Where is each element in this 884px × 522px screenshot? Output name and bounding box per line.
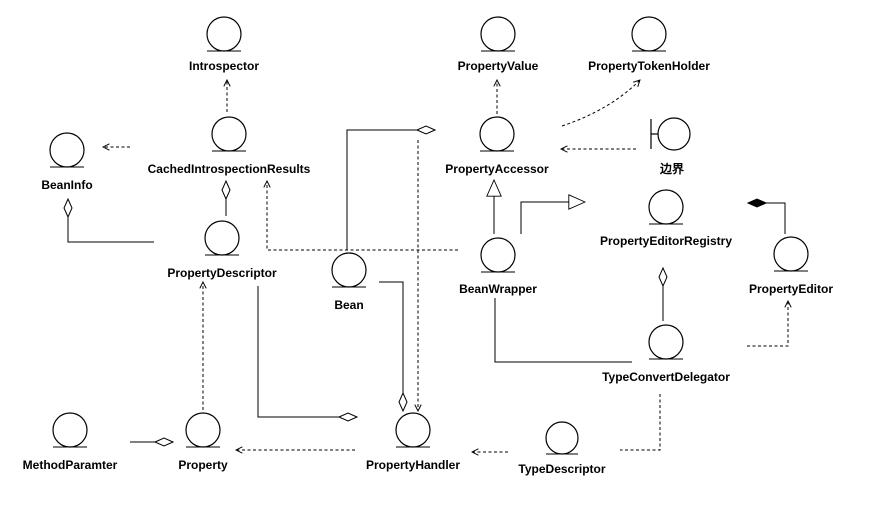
entity-icon [206,16,242,52]
node-introspector[interactable]: Introspector [189,16,259,73]
entity-icon [211,116,247,152]
entity-icon [331,252,367,288]
node-label: PropertyEditorRegistry [600,234,732,248]
entity-icon [204,220,240,256]
node-property-token-holder[interactable]: PropertyTokenHolder [588,16,710,73]
edge-descriptor-to-handler [257,286,357,417]
boundary-icon [657,117,691,151]
node-property-handler[interactable]: PropertyHandler [366,412,460,472]
node-boundary[interactable]: 边界 [650,117,691,176]
node-label: BeanInfo [41,178,92,192]
edge-wrapper-to-registry [520,202,585,234]
node-label: PropertyAccessor [445,162,549,176]
entity-icon [545,421,579,455]
node-property-editor-registry[interactable]: PropertyEditorRegistry [600,189,732,248]
node-property-descriptor[interactable]: PropertyDescriptor [167,220,277,280]
node-label: TypeConvertDelegator [602,370,730,384]
entity-icon [479,116,515,152]
node-label: 边界 [659,161,684,176]
node-cached-introspection-results[interactable]: CachedIntrospectionResults [148,116,311,176]
edge-accessor-to-tokenholder [561,80,640,127]
node-bean-wrapper[interactable]: BeanWrapper [459,237,537,296]
entity-icon [648,189,684,225]
node-label: PropertyHandler [366,458,460,472]
node-property-editor[interactable]: PropertyEditor [749,236,833,296]
entity-icon [395,412,431,448]
node-bean[interactable]: Bean [331,252,367,312]
node-bean-info[interactable]: BeanInfo [41,132,93,192]
edge-delegator-to-wrapper [494,298,632,363]
entity-icon [773,236,809,272]
edge-bean-to-handler [379,281,403,411]
edge-delegator-to-typedescriptor [620,394,661,451]
node-type-convert-delegator[interactable]: TypeConvertDelegator [602,324,730,384]
node-property-value[interactable]: PropertyValue [458,16,539,73]
node-label: PropertyEditor [749,282,833,296]
entity-icon [185,412,221,448]
node-label: TypeDescriptor [518,462,605,476]
entity-icon [480,16,516,52]
entity-icon [631,16,667,52]
edge-bean-to-accessor [346,130,435,250]
edge-descriptor-to-beaninfo [68,199,154,243]
edge-wrapper-to-cached [267,181,458,251]
node-property[interactable]: Property [178,412,228,472]
node-method-paramter[interactable]: MethodParamter [23,412,118,472]
node-label: MethodParamter [23,458,118,472]
entity-icon [52,412,88,448]
node-label: BeanWrapper [459,282,537,296]
node-property-accessor[interactable]: PropertyAccessor [445,116,549,176]
node-label: CachedIntrospectionResults [148,162,311,176]
node-label: Introspector [189,59,259,73]
edge-editor-to-registry [748,203,786,234]
node-label: Property [178,458,228,472]
node-label: Bean [334,298,363,312]
node-label: PropertyValue [458,59,539,73]
entity-icon [480,237,516,273]
entity-icon [49,132,85,168]
node-label: PropertyDescriptor [167,266,277,280]
edges [68,80,788,452]
edge-delegator-to-editor [747,301,788,347]
node-label: PropertyTokenHolder [588,59,710,73]
entity-icon [648,324,684,360]
node-type-descriptor[interactable]: TypeDescriptor [518,421,606,476]
